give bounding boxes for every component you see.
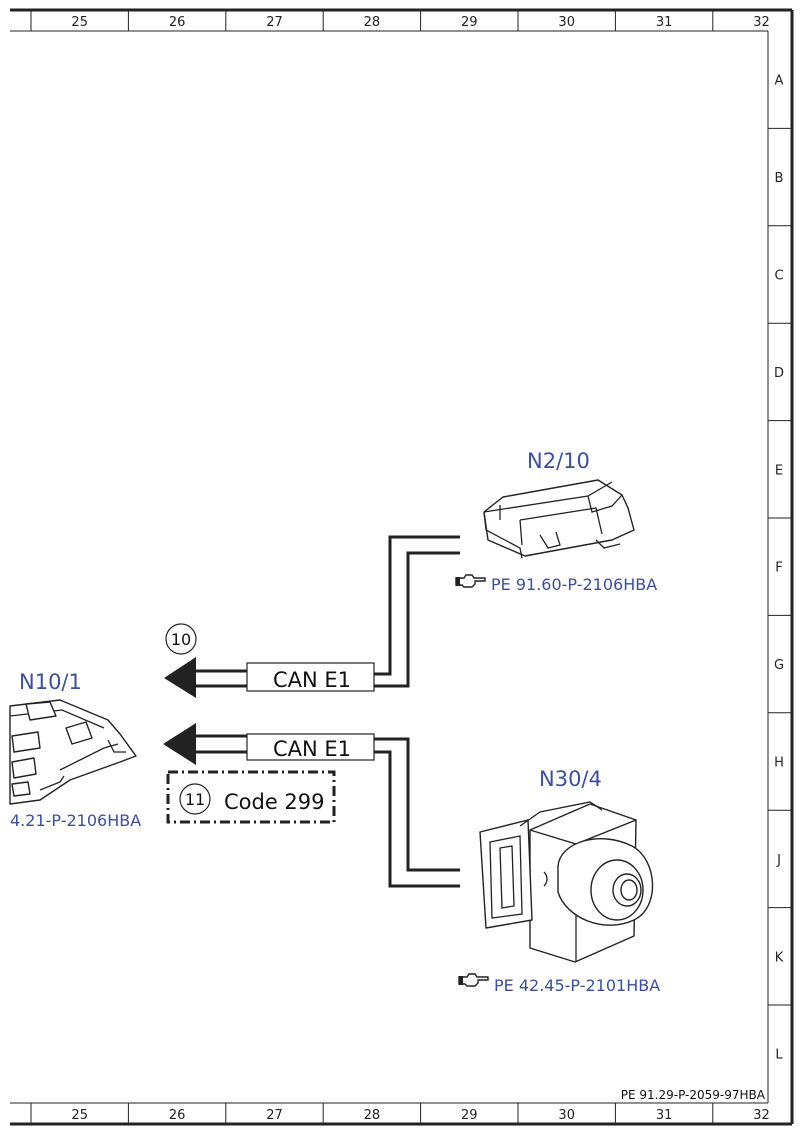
bottom-column-label: 28 bbox=[364, 1108, 381, 1123]
pointing-hand-icon bbox=[455, 574, 486, 588]
bottom-column-ruler: 25 26 27 28 29 30 31 32 bbox=[30, 1103, 770, 1124]
n30-4-module-drawing bbox=[479, 801, 654, 963]
top-column-label: 30 bbox=[558, 15, 575, 30]
n30-4-reference-text: PE 42.45-P-2101HBA bbox=[494, 976, 660, 995]
document-id: PE 91.29-P-2059-97HBA bbox=[621, 1088, 766, 1102]
can-e1-label-2: CAN E1 bbox=[273, 737, 351, 761]
top-column-label: 25 bbox=[71, 15, 88, 30]
marker-11-text: 11 bbox=[185, 790, 205, 809]
n10-1-component: N10/1 4.21-P-2106HBA bbox=[9, 670, 141, 830]
n30-4-reference: PE 42.45-P-2101HBA bbox=[458, 973, 660, 995]
can-e1-box-1 bbox=[246, 662, 375, 692]
top-column-ruler: 25 26 27 28 29 30 31 32 bbox=[30, 10, 770, 31]
top-column-label: 26 bbox=[169, 15, 186, 30]
bottom-column-label: 27 bbox=[266, 1108, 283, 1123]
n2-10-reference: PE 91.60-P-2106HBA bbox=[455, 574, 657, 594]
pointing-hand-icon bbox=[458, 973, 489, 987]
n10-1-module-drawing bbox=[9, 699, 137, 805]
marker-10-circle bbox=[165, 623, 197, 655]
row-label: L bbox=[775, 1048, 783, 1063]
can-e1-connection-1: CAN E1 10 bbox=[164, 535, 460, 698]
row-label: F bbox=[775, 561, 782, 576]
n2-10-module-drawing bbox=[483, 479, 635, 559]
row-label: C bbox=[774, 269, 783, 284]
can-e1-box-2 bbox=[246, 733, 375, 761]
bottom-column-label: 32 bbox=[753, 1108, 770, 1123]
row-label: D bbox=[774, 366, 784, 381]
can-e1-label-1: CAN E1 bbox=[273, 668, 351, 692]
code-299-box bbox=[166, 770, 336, 824]
n2-10-component: N2/10 PE 91.60-P-2106HBA bbox=[455, 449, 657, 594]
can-e1-connection-2: CAN E1 11 Code 299 bbox=[163, 723, 460, 888]
n30-4-component: N30/4 PE 42.45-P-2101HBA bbox=[458, 767, 660, 995]
bottom-column-label: 30 bbox=[558, 1108, 575, 1123]
row-label: B bbox=[775, 171, 784, 186]
bottom-column-label: 26 bbox=[169, 1108, 186, 1123]
row-label: G bbox=[774, 658, 784, 673]
arrow-left-icon bbox=[163, 723, 196, 765]
row-label: H bbox=[774, 756, 784, 771]
bottom-column-label: 29 bbox=[461, 1108, 478, 1123]
marker-11-circle bbox=[179, 783, 211, 815]
n30-4-label: N30/4 bbox=[539, 767, 602, 791]
arrow-left-icon bbox=[164, 657, 196, 698]
row-ruler: A B C D E F G H J K L bbox=[768, 74, 792, 1063]
n2-10-label: N2/10 bbox=[527, 449, 590, 473]
sheet-frame bbox=[10, 8, 794, 1126]
row-label: A bbox=[775, 74, 784, 89]
bottom-column-label: 31 bbox=[656, 1108, 673, 1123]
top-column-label: 32 bbox=[753, 15, 770, 30]
n10-1-reference-text: 4.21-P-2106HBA bbox=[10, 811, 141, 830]
n2-10-reference-text: PE 91.60-P-2106HBA bbox=[491, 575, 657, 594]
top-column-label: 28 bbox=[364, 15, 381, 30]
top-column-label: 29 bbox=[461, 15, 478, 30]
top-column-label: 27 bbox=[266, 15, 283, 30]
row-label: E bbox=[775, 463, 783, 478]
row-label: K bbox=[775, 950, 784, 965]
code-299-label: Code 299 bbox=[224, 790, 325, 814]
row-label: J bbox=[776, 853, 781, 868]
bottom-column-label: 25 bbox=[71, 1108, 88, 1123]
n10-1-label: N10/1 bbox=[19, 670, 82, 694]
top-column-label: 31 bbox=[656, 15, 673, 30]
marker-10-text: 10 bbox=[171, 630, 191, 649]
